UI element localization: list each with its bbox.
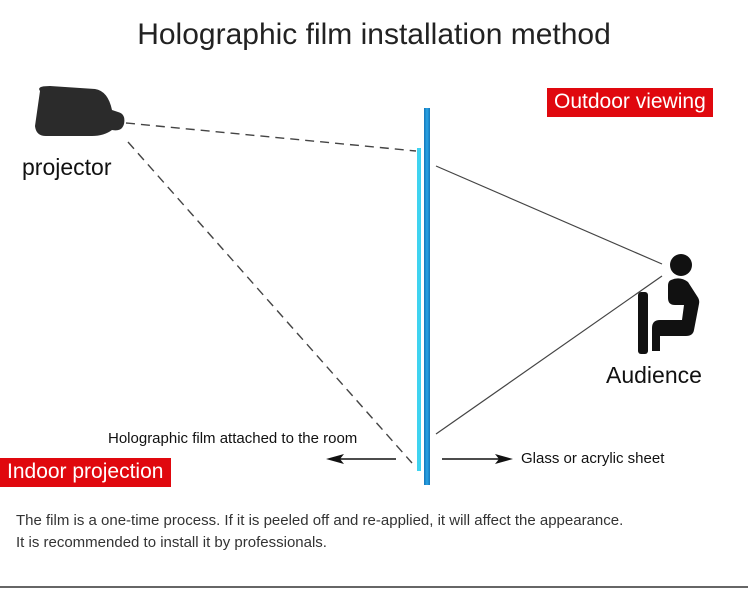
audience-label: Audience [606, 362, 702, 388]
seated-person-icon [638, 254, 700, 354]
arrow-right-icon [442, 454, 513, 464]
projection-line-bottom [127, 141, 413, 464]
page-title: Holographic film installation method [137, 18, 611, 51]
indoor-projection-badge: Indoor projection [0, 458, 172, 488]
note-line-1: The film is a one-time process. If it is… [16, 512, 624, 529]
holographic-film [417, 148, 421, 471]
projection-line-top [125, 122, 417, 152]
viewing-line-top [435, 165, 663, 265]
film-attached-label: Holographic film attached to the room [108, 430, 358, 447]
glass-sheet-label: Glass or acrylic sheet [521, 450, 665, 467]
projector-label: projector [22, 154, 112, 180]
viewing-line-bottom [435, 275, 663, 435]
glass-sheet [424, 108, 430, 485]
note-line-2: It is recommended to install it by profe… [16, 534, 327, 551]
outdoor-viewing-badge: Outdoor viewing [547, 88, 713, 118]
arrow-left-icon [326, 454, 396, 464]
installation-note: The film is a one-time process. If it is… [16, 510, 623, 554]
projector-icon [35, 86, 125, 136]
